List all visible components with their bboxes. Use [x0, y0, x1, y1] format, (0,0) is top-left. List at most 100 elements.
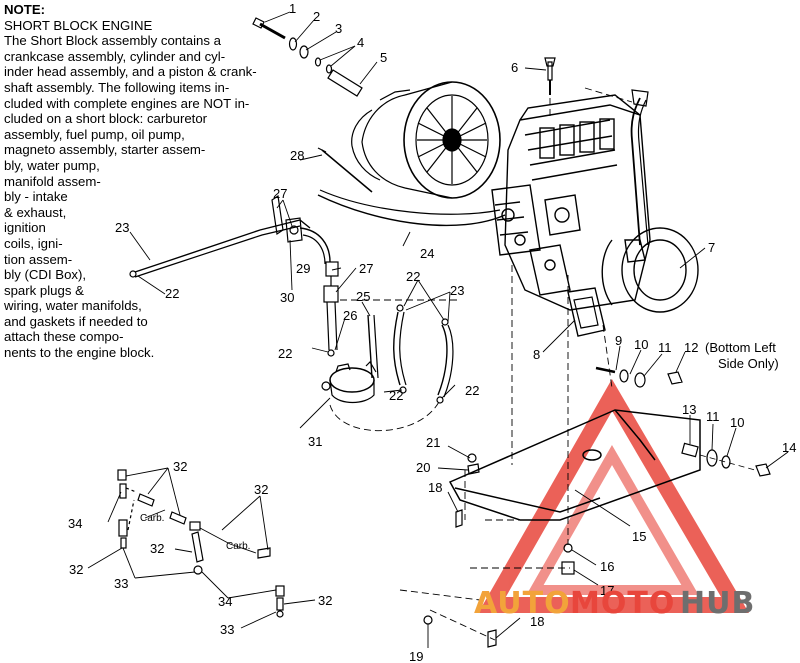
note-line: attach these compo- [4, 329, 124, 345]
callout-32-a: 32 [173, 459, 187, 474]
callout-9: 9 [615, 333, 622, 348]
fuel-line-23 [129, 219, 311, 278]
callout-30: 30 [280, 290, 294, 305]
fuel-filter-29 [323, 261, 339, 357]
callout-28: 28 [290, 148, 304, 163]
clutch-bolt-stack [252, 17, 363, 97]
callout-32-c: 32 [254, 482, 268, 497]
callout-5: 5 [380, 50, 387, 65]
callout-23-right: 23 [450, 283, 464, 298]
note-line: inder head assembly, and a piston & cran… [4, 64, 257, 80]
note-line: and gaskets if needed to [4, 313, 148, 329]
bracket-hardware-16-21 [423, 453, 575, 648]
callout-32-b: 32 [69, 562, 83, 577]
callout-26: 26 [343, 308, 357, 323]
callout-25: 25 [356, 289, 370, 304]
callout-1: 1 [289, 1, 296, 16]
note-line: coils, igni- [4, 235, 63, 251]
note-title: NOTE: [4, 2, 46, 17]
callout-10-lower: 10 [730, 415, 744, 430]
short-block-note: NOTE: SHORT BLOCK ENGINE The Short Block… [4, 2, 304, 361]
callout-32-e: 32 [318, 593, 332, 608]
engine-mount-plate-15 [448, 409, 701, 521]
fuel-lines-23-right [367, 304, 454, 404]
note-line: bly - intake [4, 189, 68, 205]
note-line: ignition [4, 220, 46, 236]
note-line: spark plugs & [4, 282, 84, 298]
callout-32-d: 32 [150, 541, 164, 556]
callout-15: 15 [632, 529, 646, 544]
callout-17: 17 [600, 583, 614, 598]
carb-label-right: Carb. [226, 541, 250, 552]
spark-plug-6 [544, 57, 556, 95]
callout-13: 13 [682, 402, 696, 417]
watermark-moto: MOTO [570, 586, 675, 621]
callout-19: 19 [409, 649, 423, 663]
note-line: cluded on a short block: carburetor [4, 111, 208, 127]
callout-20: 20 [416, 460, 430, 475]
callout-2: 2 [313, 9, 320, 24]
callout-4: 4 [357, 35, 364, 50]
plug-wire [630, 89, 649, 246]
callout-22-top: 22 [406, 269, 420, 284]
watermark-hub: HUB [680, 586, 755, 621]
callout-6: 6 [511, 60, 518, 75]
carb-fittings-right [189, 521, 285, 618]
callout-7: 7 [708, 240, 715, 255]
carb-fittings-left [117, 469, 187, 549]
callout-11-lower: 11 [706, 409, 720, 424]
callout-labels: 1 2 3 4 5 6 7 8 9 10 11 12 (Bottom Left … [68, 1, 796, 663]
callout-31: 31 [308, 434, 322, 449]
callout-34-b: 34 [218, 594, 232, 609]
callout-22-left: 22 [165, 286, 179, 301]
callout-18-lower: 18 [530, 614, 544, 629]
note-line: & exhaust, [4, 204, 67, 220]
callout-33-b: 33 [220, 622, 234, 637]
watermark-auto: AUTO [474, 586, 571, 621]
callout-11: 11 [658, 340, 672, 355]
callout-29: 29 [296, 261, 310, 276]
engine-block [491, 94, 699, 313]
note-line: magneto assembly, starter assem- [4, 142, 206, 158]
fuel-fittings-27 [271, 194, 331, 265]
callout-14: 14 [782, 440, 796, 455]
callout-16: 16 [600, 559, 614, 574]
callout-12-note-line1: (Bottom Left [705, 340, 776, 355]
note-line: The Short Block assembly contains a [4, 33, 221, 49]
callout-23-left: 23 [115, 220, 129, 235]
note-line: manifold assem- [4, 173, 101, 189]
callout-3: 3 [335, 21, 342, 36]
mount-hardware-9-12 [595, 366, 683, 388]
callout-22-right: 22 [465, 383, 479, 398]
callout-18-upper: 18 [428, 480, 442, 495]
callout-10: 10 [634, 337, 648, 352]
note-line: assembly, fuel pump, oil pump, [4, 126, 185, 142]
callout-8: 8 [533, 347, 540, 362]
callout-27-lower: 27 [359, 261, 373, 276]
drive-clutch [351, 81, 501, 199]
note-line: nents to the engine block. [4, 345, 155, 361]
mount-hardware-13-14 [681, 442, 771, 477]
cable-tie-28 [317, 147, 373, 193]
callout-12-note-line2: Side Only) [718, 356, 779, 371]
callout-34-a: 34 [68, 516, 82, 531]
carb-label-left: Carb. [140, 513, 164, 524]
fuel-pump-31 [321, 361, 377, 404]
callout-22-pump: 22 [278, 346, 292, 361]
callout-22-mid: 22 [389, 388, 403, 403]
note-line: cluded with complete engines are NOT in- [4, 95, 250, 111]
engine-mount-8 [567, 287, 606, 337]
leader-lines [87, 11, 789, 648]
throttle-cable-24 [317, 189, 506, 227]
note-line: wiring, water manifolds, [4, 298, 142, 314]
callout-12: 12 [684, 340, 698, 355]
center-lines [329, 87, 633, 641]
watermark-text: AUTO MOTO HUB [474, 586, 755, 621]
callout-21: 21 [426, 435, 440, 450]
note-line: bly, water pump, [4, 157, 100, 173]
callout-27-upper: 27 [273, 186, 287, 201]
note-line: tion assem- [4, 251, 73, 267]
note-line: crankcase assembly, cylinder and cyl- [4, 48, 226, 64]
note-line: bly (CDI Box), [4, 267, 87, 283]
